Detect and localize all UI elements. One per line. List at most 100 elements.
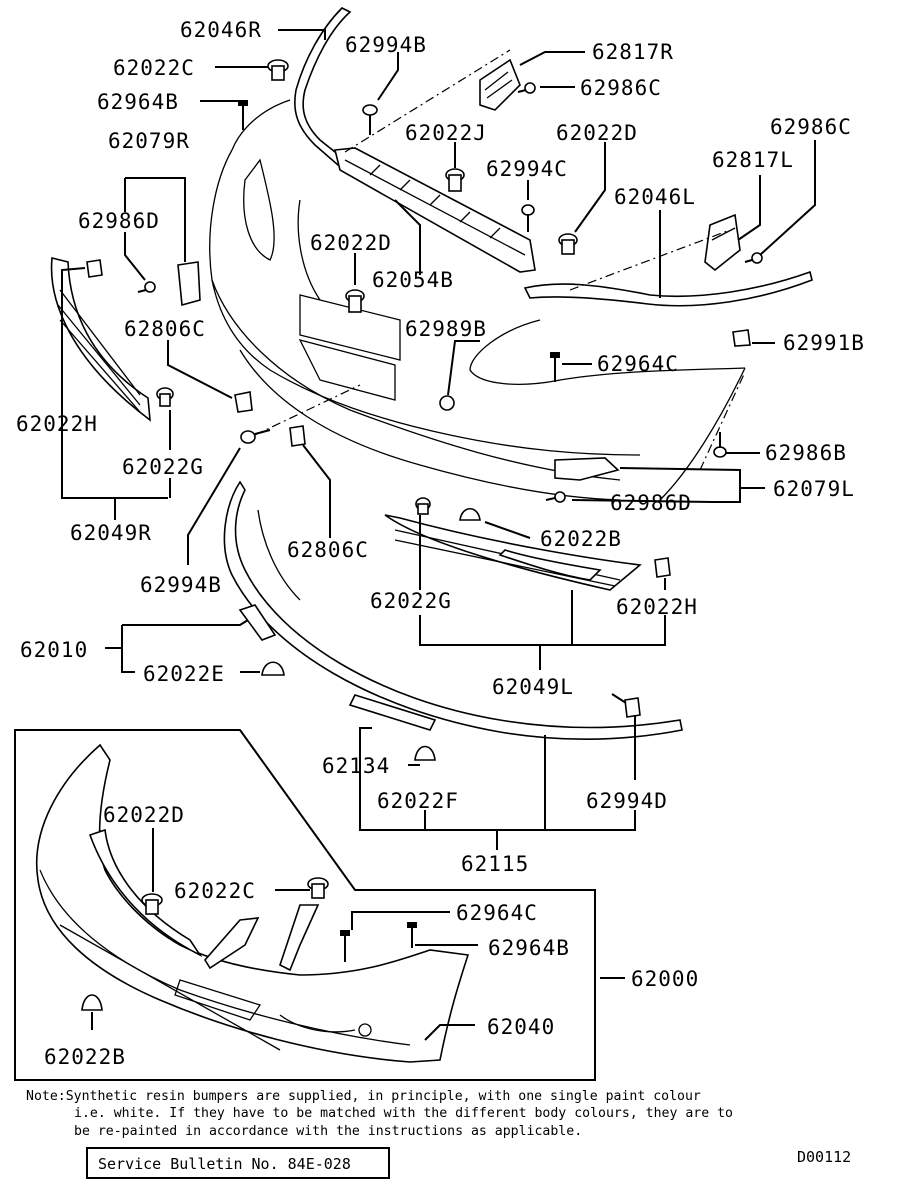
label-62022B-mid: 62022B — [540, 527, 622, 551]
upper-retainer-left — [523, 270, 813, 307]
label-62989B: 62989B — [405, 317, 487, 341]
label-62134: 62134 — [322, 754, 390, 778]
label-62986D-left: 62986D — [78, 209, 160, 233]
screw-62986D-right — [545, 491, 566, 503]
label-62079R: 62079R — [108, 129, 190, 153]
centerlines — [254, 49, 746, 471]
clip-62022B-mid — [459, 507, 481, 521]
screw-62994C — [521, 204, 535, 232]
label-62054B: 62054B — [372, 268, 454, 292]
screw-62994B-top — [362, 104, 378, 135]
label-62022H-left: 62022H — [16, 412, 98, 436]
note-line-1: Note:Synthetic resin bumpers are supplie… — [26, 1089, 701, 1104]
label-62986C-right: 62986C — [770, 115, 852, 139]
label-62022J: 62022J — [405, 121, 487, 145]
pin-62964B-box — [407, 922, 417, 948]
clip-62806C-mid — [289, 425, 306, 447]
screw-62986C-top — [517, 82, 536, 94]
label-62022D-box: 62022D — [103, 803, 185, 827]
label-62022F: 62022F — [377, 789, 459, 813]
clip-62989B — [439, 395, 455, 411]
label-62115: 62115 — [461, 852, 529, 876]
clip-62022G-left — [156, 387, 174, 407]
label-62964B-top: 62964B — [97, 90, 179, 114]
label-62022H-right: 62022H — [616, 595, 698, 619]
label-62022G-mid: 62022G — [370, 589, 452, 613]
clip-62022J — [445, 168, 465, 192]
lower-reinforcement-62115 — [223, 480, 683, 741]
bracket-62079L — [554, 457, 620, 481]
note-line-3: be re-painted in accordance with the ins… — [74, 1124, 582, 1139]
label-62994B-mid: 62994B — [140, 573, 222, 597]
bracket-62817R — [479, 58, 521, 111]
bumper-assembly-inset — [14, 729, 596, 1081]
pin-62964C-mid — [550, 352, 560, 382]
figure-code: D00112 — [797, 1148, 851, 1166]
part-labels: 62046R 62994B 62817R 62022C 62986C 62964… — [16, 18, 865, 1069]
label-62964C-mid: 62964C — [597, 352, 679, 376]
label-62817L: 62817L — [712, 148, 794, 172]
clip-62022E — [261, 661, 285, 676]
clip-62022H-left — [86, 259, 103, 278]
label-62022D-mid: 62022D — [310, 231, 392, 255]
bracket-62134 — [348, 694, 437, 731]
clip-62022F — [414, 745, 436, 761]
label-62000: 62000 — [631, 967, 699, 991]
label-62022C-box: 62022C — [174, 879, 256, 903]
clip-62022D-top — [558, 233, 578, 255]
label-62022B-box: 62022B — [44, 1045, 126, 1069]
clip-62806C-top — [234, 391, 253, 413]
vehicle-body-outline — [209, 99, 746, 501]
screw-62986B — [713, 432, 727, 458]
screw-62994D — [611, 693, 641, 718]
label-62022C-top: 62022C — [113, 56, 195, 80]
grille-62049L — [384, 514, 642, 591]
label-62994D: 62994D — [586, 789, 668, 813]
service-bulletin-text: Service Bulletin No. 84E-028 — [98, 1155, 351, 1173]
note-line-2: i.e. white. If they have to be matched w… — [74, 1106, 733, 1121]
label-62986B: 62986B — [765, 441, 847, 465]
screw-62994B-mid — [240, 429, 271, 444]
label-62806C-top: 62806C — [124, 317, 206, 341]
label-62994B-top: 62994B — [345, 33, 427, 57]
label-62049R: 62049R — [70, 521, 152, 545]
note-block: Note:Synthetic resin bumpers are supplie… — [26, 1089, 733, 1139]
label-62022G-left: 62022G — [122, 455, 204, 479]
upper-retainer-right — [294, 7, 352, 167]
label-62991B: 62991B — [783, 331, 865, 355]
clip-62022B-box — [81, 994, 103, 1011]
label-62022E: 62022E — [143, 662, 225, 686]
screw-62986D-left — [137, 281, 156, 293]
label-62986D-right: 62986D — [610, 491, 692, 515]
service-bulletin-box: Service Bulletin No. 84E-028 — [86, 1147, 390, 1179]
label-62046L: 62046L — [614, 185, 696, 209]
bracket-62010 — [238, 604, 277, 641]
clip-62022G-mid — [415, 497, 431, 515]
screw-62986C-right — [744, 252, 763, 264]
clip-62022D-box — [141, 893, 163, 915]
center-upper-bracket-62054B — [333, 147, 536, 273]
clip-62022D-mid — [345, 289, 365, 313]
label-62010: 62010 — [20, 638, 88, 662]
label-62049L: 62049L — [492, 675, 574, 699]
label-62806C-mid: 62806C — [287, 538, 369, 562]
label-62046R: 62046R — [180, 18, 262, 42]
label-62022D-top: 62022D — [556, 121, 638, 145]
label-62817R: 62817R — [592, 40, 674, 64]
label-62040: 62040 — [487, 1015, 555, 1039]
pin-62964B-top — [238, 100, 248, 130]
label-62994C: 62994C — [486, 157, 568, 181]
label-62964C-box: 62964C — [456, 901, 538, 925]
label-62964B-box: 62964B — [488, 936, 570, 960]
label-62986C-top: 62986C — [580, 76, 662, 100]
clip-62022C-top — [267, 59, 289, 81]
clip-62022C-box — [307, 877, 329, 899]
bracket-62817L — [704, 213, 741, 272]
label-62079L: 62079L — [773, 477, 855, 501]
bracket-62079R — [177, 261, 201, 307]
clip-62022H-right — [654, 557, 671, 578]
clip-62991B — [732, 329, 751, 347]
pin-62964C-box — [340, 930, 350, 962]
leader-lines — [61, 29, 816, 1041]
